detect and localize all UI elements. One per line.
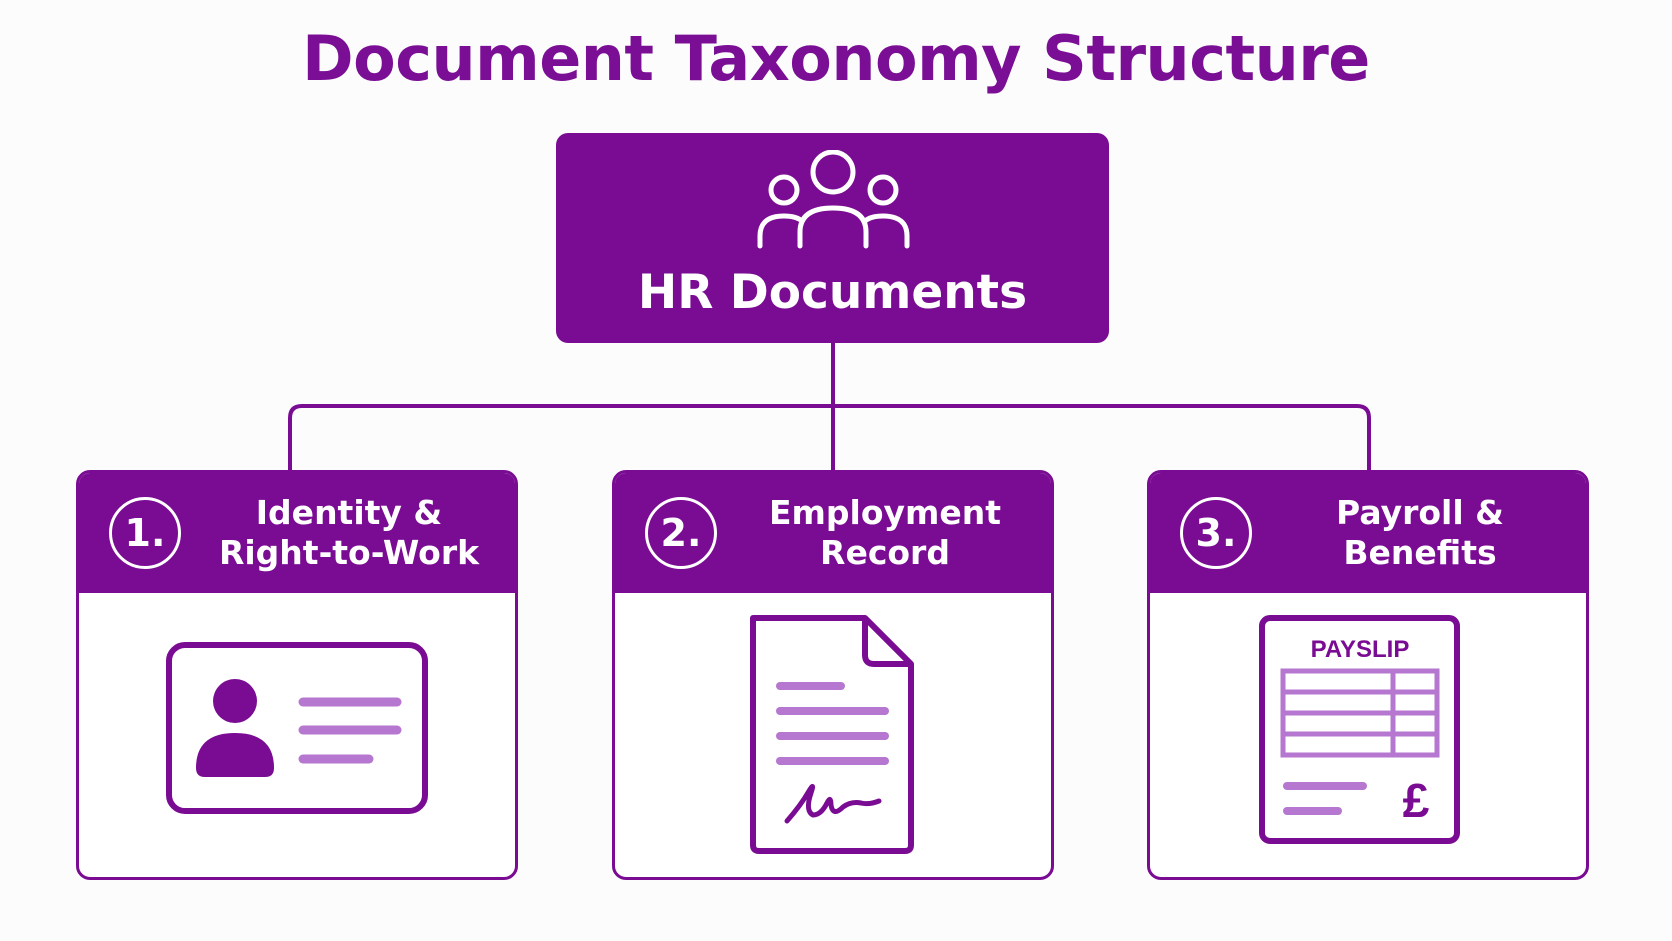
card-body: PAYSLIP £ — [1150, 593, 1586, 877]
payslip-label: PAYSLIP — [1311, 636, 1410, 663]
category-card-employment[interactable]: 2. Employment Record — [612, 470, 1054, 880]
card-title-line2: Right-to-Work — [218, 533, 480, 572]
root-label: HR Documents — [637, 265, 1028, 320]
card-title: Employment Record — [725, 493, 1045, 573]
card-header: 2. Employment Record — [615, 473, 1051, 593]
payslip-icon: PAYSLIP £ — [1259, 615, 1460, 844]
category-card-payroll[interactable]: 3. Payroll & Benefits PAYSLIP £ — [1147, 470, 1589, 880]
card-title-line2: Benefits — [1343, 533, 1497, 572]
card-number-badge: 1. — [109, 497, 181, 569]
card-number-badge: 2. — [645, 497, 717, 569]
card-header: 3. Payroll & Benefits — [1150, 473, 1586, 593]
root-node-hr-documents[interactable]: HR Documents — [556, 133, 1109, 343]
card-title-line1: Identity & — [255, 493, 443, 532]
card-body — [79, 593, 515, 877]
card-title-line1: Payroll & — [1336, 493, 1504, 532]
connector-horizontal — [288, 404, 1371, 470]
page-title: Document Taxonomy Structure — [302, 22, 1370, 95]
pound-sign-icon: £ — [1403, 775, 1430, 828]
card-title: Payroll & Benefits — [1260, 493, 1580, 573]
card-number-badge: 3. — [1180, 497, 1252, 569]
signed-document-icon — [750, 615, 914, 854]
card-header: 1. Identity & Right-to-Work — [79, 473, 515, 593]
card-title-line1: Employment — [768, 493, 1002, 532]
people-group-icon — [757, 150, 910, 249]
id-card-icon — [166, 642, 428, 814]
category-card-identity[interactable]: 1. Identity & Right-to-Work — [76, 470, 518, 880]
card-title-line2: Record — [820, 533, 950, 572]
card-title: Identity & Right-to-Work — [189, 493, 509, 573]
card-body — [615, 593, 1051, 877]
